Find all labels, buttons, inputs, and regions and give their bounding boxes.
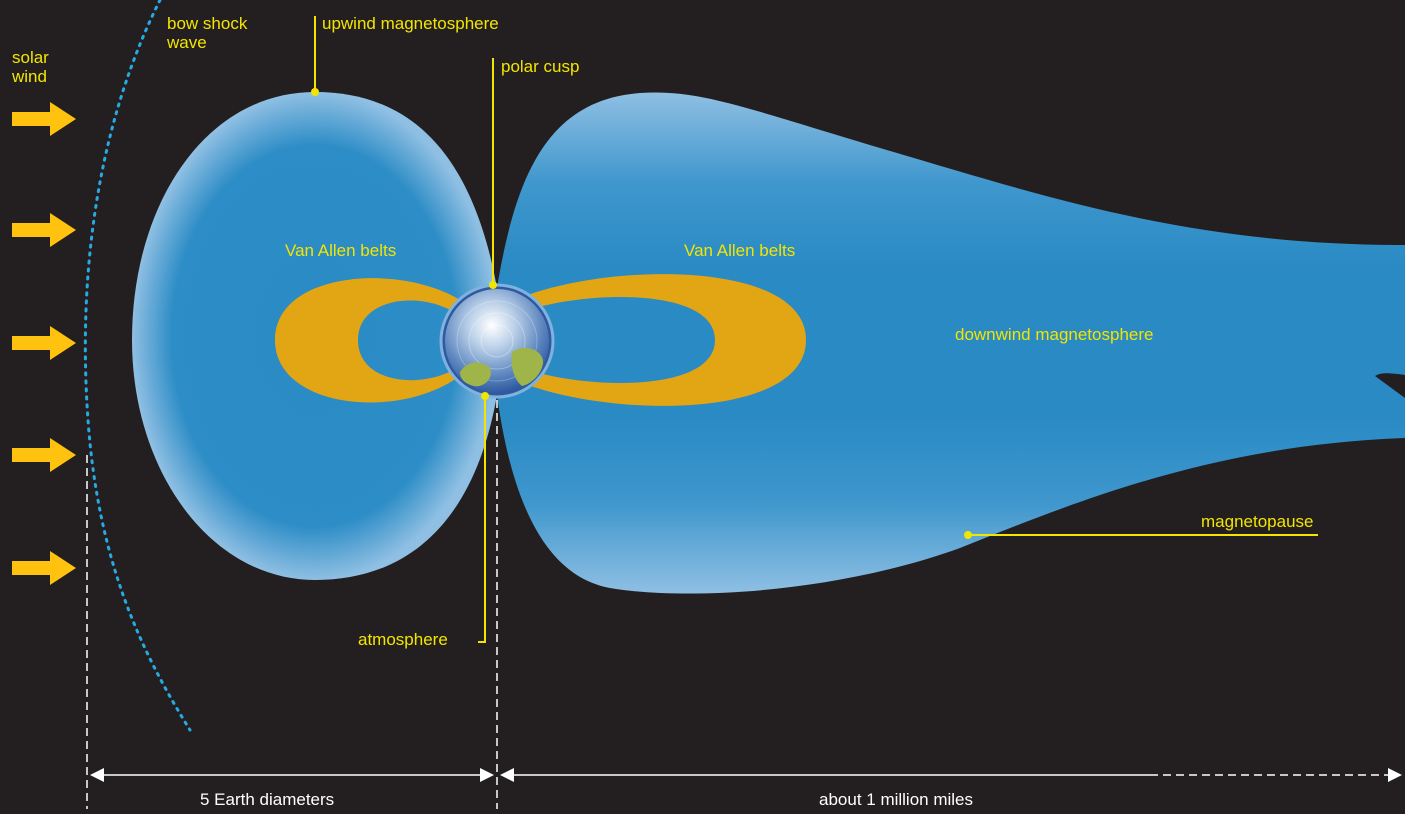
scale-arrowhead <box>480 768 494 782</box>
atmosphere-label: atmosphere <box>358 630 448 649</box>
van-allen-right-label: Van Allen belts <box>684 241 796 260</box>
atmosphere-dot <box>481 392 489 400</box>
downwind-magnetosphere-shape <box>497 92 1405 594</box>
scale-bars <box>86 400 1390 809</box>
bow-shock-line <box>83 0 192 732</box>
upwind-magnetosphere-label: upwind magnetosphere <box>322 14 499 33</box>
solar-wind-arrow-icon <box>12 102 76 585</box>
scale-arrowhead <box>500 768 514 782</box>
van-allen-left-label: Van Allen belts <box>285 241 397 260</box>
magnetopause-label: magnetopause <box>1201 512 1314 531</box>
solar-wind-label-line1: solar <box>12 48 49 67</box>
solar-wind-label-line2: wind <box>12 67 47 86</box>
solar-wind-label: solar wind <box>12 48 49 86</box>
upwind-magnetosphere-dot <box>311 88 319 96</box>
scale-arrowhead <box>90 768 104 782</box>
van-allen-belt-left <box>275 278 465 403</box>
scale-right-label: about 1 million miles <box>819 790 974 809</box>
van-allen-belt-right <box>528 274 806 406</box>
scale-arrowhead <box>1388 768 1402 782</box>
bow-shock-label-line2: wave <box>167 33 207 52</box>
leader-lines <box>314 16 1318 643</box>
magnetopause-dot <box>964 531 972 539</box>
polar-cusp-label: polar cusp <box>501 57 580 76</box>
downwind-magnetosphere-label: downwind magnetosphere <box>955 325 1154 344</box>
earth-globe-icon <box>439 283 555 399</box>
bow-shock-label: bow shock wave <box>167 14 247 52</box>
polar-cusp-dot <box>489 281 497 289</box>
bow-shock-label-line1: bow shock <box>167 14 248 33</box>
scale-left-label: 5 Earth diameters <box>200 790 335 809</box>
